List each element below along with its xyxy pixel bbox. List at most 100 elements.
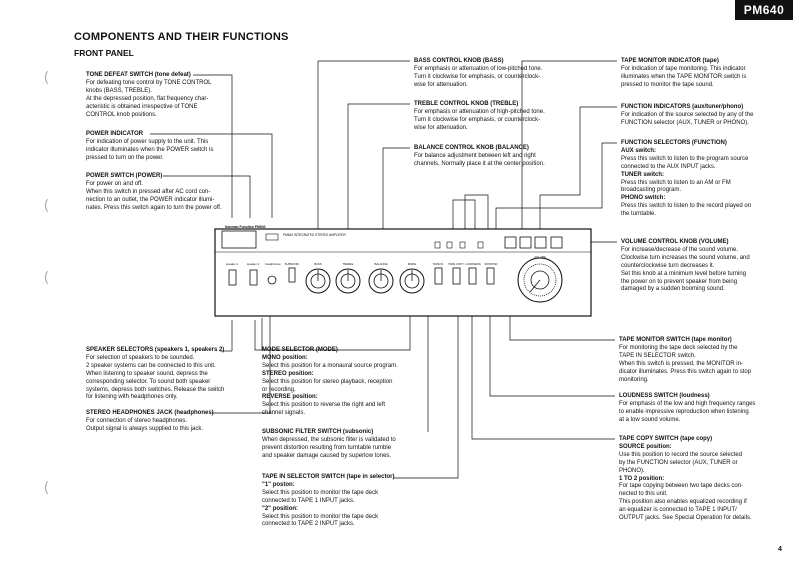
callout-function-selectors: FUNCTION SELECTORS (FUNCTION) AUX switch…: [621, 140, 771, 219]
callout-line: Select this position to monitor the tape…: [262, 513, 379, 520]
callout-sub: 1 TO 2 position:: [619, 475, 665, 482]
callout-line: PHONO).: [619, 467, 645, 474]
callout-title: STEREO HEADPHONES JACK (headphones): [86, 410, 214, 416]
callout-sub: "2" position:: [262, 505, 299, 512]
callout-sub: REVERSE position:: [262, 394, 318, 401]
callout-line: Use this position to record the source s…: [619, 451, 743, 458]
callout-line: wise for attenuation.: [414, 124, 468, 131]
callout-line: channels. Normally place it at the cente…: [414, 160, 545, 167]
callout-line: Select this position for a monaural sour…: [262, 362, 398, 369]
callout-title: SUBSONIC FILTER SWITCH (subsonic): [262, 429, 374, 435]
callout-title: TAPE MONITOR SWITCH (tape monitor): [619, 337, 732, 343]
callout-line: Output signal is always supplied to this…: [86, 425, 204, 432]
callout-line: connected to TAPE 1 INPUT jacks.: [262, 497, 355, 504]
callout-line: For emphasis of the low and high frequen…: [619, 400, 756, 407]
callout-line: nates. Press this switch again to turn t…: [86, 204, 222, 211]
callout-line: Select this position to monitor the tape…: [262, 489, 379, 496]
callout-line: channel signals.: [262, 410, 306, 417]
callout-sub: STEREO position:: [262, 370, 314, 377]
callout-line: nected to this unit.: [619, 491, 668, 498]
callout-volume: VOLUME CONTROL KNOB (VOLUME) For increas…: [621, 239, 771, 294]
callout-line: pressed to turn on the power.: [86, 154, 164, 161]
callout-line: corresponding selector. To sound both sp…: [86, 378, 211, 385]
callout-line: CONTROL knob positions.: [86, 111, 157, 118]
callout-line: When this switch in pressed after AC cor…: [86, 188, 211, 195]
callout-line: connected to the AUX INPUT jacks.: [621, 163, 716, 170]
callout-tape-in: TAPE IN SELECTOR SWITCH (tape in selecto…: [262, 474, 410, 529]
label-volume: VOLUME: [534, 255, 546, 259]
callout-line: For power on and off.: [86, 180, 143, 187]
callout-line: TAPE IN SELECTOR switch.: [619, 352, 696, 359]
callout-line: Press this switch to listen to the progr…: [621, 155, 749, 162]
callout-line: When listening to speaker sound, depress…: [86, 370, 208, 377]
callout-line: For defeating tone control by TONE CONTR…: [86, 79, 212, 86]
callout-balance: BALANCE CONTROL KNOB (BALANCE) For balan…: [414, 145, 564, 169]
page-number: 4: [778, 546, 782, 553]
label-subsonic: SUBSONIC: [284, 262, 300, 266]
callout-line: nection to an outlet, the POWER indicato…: [86, 196, 215, 203]
callout-line: to enable impressive reproduction when l…: [619, 408, 749, 415]
callout-tape-monitor-indicator: TAPE MONITOR INDICATOR (tape) For indica…: [621, 58, 771, 90]
panel-subtitle: PM640 INTEGRATED STEREO AMPLIFIER: [283, 233, 346, 237]
callout-line: knobs (BASS, TREBLE).: [86, 87, 152, 94]
callout-sub: "1" poston:: [262, 481, 295, 488]
callout-title: TREBLE CONTROL KNOB (TREBLE): [414, 101, 519, 107]
callout-title: TAPE MONITOR INDICATOR (tape): [621, 58, 719, 64]
callout-title: POWER SWITCH (POWER): [86, 173, 163, 179]
callout-line: Press this switch to listen to an AM or …: [621, 179, 731, 186]
label-speaker2: speaker 2: [246, 262, 260, 266]
callout-line: broadcasting program.: [621, 187, 682, 194]
label-loudness: LOUDNESS: [465, 262, 481, 266]
callout-title: BALANCE CONTROL KNOB (BALANCE): [414, 145, 529, 151]
callout-title: SPEAKER SELECTORS (speakers 1, speakers …: [86, 347, 225, 353]
callout-line: illuminates when the TAPE MONITOR switch…: [621, 73, 747, 80]
callout-line: Select this position to reverse the righ…: [262, 402, 386, 409]
callout-line: or recording.: [262, 386, 296, 393]
binder-hole: (: [44, 196, 49, 212]
callout-line: OUTPUT jacks. See Special Operation for …: [619, 515, 752, 522]
callout-line: Turn it clockwise for emphasis, or count…: [414, 73, 541, 80]
callout-headphones: STEREO HEADPHONES JACK (headphones) For …: [86, 410, 236, 434]
callout-line: For indication of tape monitoring. This …: [621, 65, 746, 72]
model-badge: PM640: [735, 0, 793, 20]
callout-line: damaged by a sudden booming sound.: [621, 286, 725, 293]
callout-sub: TUNER switch:: [621, 171, 665, 178]
callout-function-indicators: FUNCTION INDICATORS (aux/tuner/phono) Fo…: [621, 104, 771, 128]
callout-line: For monitoring the tape deck selected by…: [619, 344, 738, 351]
callout-sub: SOURCE position:: [619, 443, 672, 450]
callout-tape-monitor-switch: TAPE MONITOR SWITCH (tape monitor) For m…: [619, 337, 769, 384]
callout-line: an equalizer is connected to TAPE 1 INPU…: [619, 507, 737, 514]
callout-line: for listening with headphones only.: [86, 394, 178, 401]
callout-line: This position also enables equalized rec…: [619, 499, 747, 506]
callout-line: Turn it clockwise for emphasis, or count…: [414, 116, 541, 123]
amplifier-panel: [214, 228, 592, 317]
callout-power-indicator: POWER INDICATOR For indication of power …: [86, 131, 236, 163]
binder-hole: (: [44, 478, 49, 494]
callout-line: For connection of stereo headphones.: [86, 417, 188, 424]
callout-line: and speaker damage caused by superlow to…: [262, 452, 392, 459]
label-speaker1: speaker 1: [225, 262, 239, 266]
callout-line: wise for attenuation.: [414, 81, 468, 88]
callout-line: For emphasis or attenuation of high-pitc…: [414, 108, 545, 115]
callout-subsonic: SUBSONIC FILTER SWITCH (subsonic) When d…: [262, 429, 410, 461]
panel-brand: Nonman Function PM640: [225, 225, 266, 229]
callout-line: At the depressed position, flat frequenc…: [86, 95, 209, 102]
callout-mode: MODE SELECTOR (MODE) MONO position: Sele…: [262, 347, 410, 418]
callout-line: For tape copying between two tape decks …: [619, 483, 744, 490]
callout-title: TAPE COPY SWITCH (tape copy): [619, 436, 713, 442]
callout-line: For selection of speakers to be sounded.: [86, 354, 195, 361]
callout-line: 2 speaker systems can be connected to th…: [86, 362, 216, 369]
callout-line: For increase/decrease of the sound volum…: [621, 246, 739, 253]
callout-power-switch: POWER SWITCH (POWER) For power on and of…: [86, 173, 236, 213]
callout-title: VOLUME CONTROL KNOB (VOLUME): [621, 239, 729, 245]
callout-line: For balance adjustment between left and …: [414, 152, 536, 159]
callout-line: dicator illuminates. Press this switch a…: [619, 368, 752, 375]
page-heading: COMPONENTS AND THEIR FUNCTIONS: [74, 31, 289, 43]
callout-line: systems, depress both switches. Release …: [86, 386, 225, 393]
label-monitor: MONITOR: [484, 262, 498, 266]
callout-title: LOUDNESS SWITCH (loudness): [619, 393, 710, 399]
callout-title: TONE DEFEAT SWITCH (tone defeat): [86, 72, 191, 78]
callout-line: connected to TAPE 2 INPUT jacks.: [262, 521, 355, 528]
callout-line: acteristic is obtained irrespective of T…: [86, 103, 198, 110]
